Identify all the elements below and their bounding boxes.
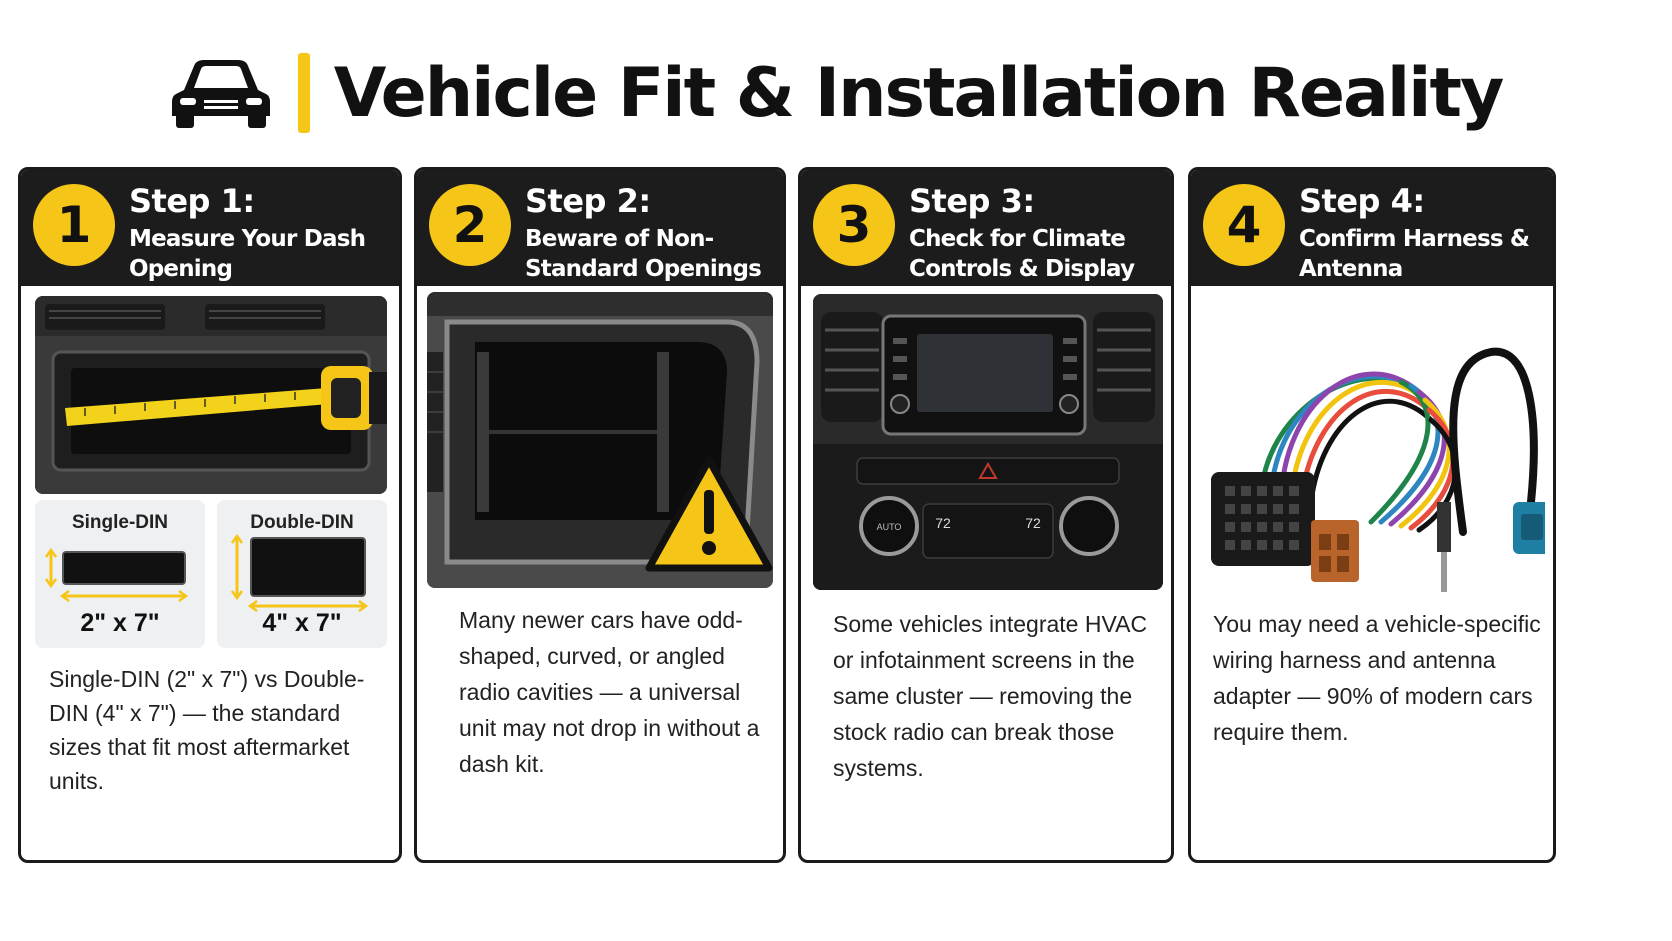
step-subtitle: Beware of Non-Standard Openings — [525, 226, 762, 282]
step-card-header: 1 Step 1: Measure Your Dash Opening — [21, 170, 399, 286]
step-card-3: 3 Step 3: Check for Climate Controls & D… — [798, 167, 1174, 863]
step-card-header: 2 Step 2: Beware of Non-Standard Opening… — [417, 170, 783, 286]
step-label: Step 1: — [129, 182, 255, 220]
step-number-badge: 1 — [33, 184, 115, 266]
step-label: Step 3: — [909, 182, 1035, 220]
step-description: Single-DIN (2" x 7") vs Double-DIN (4" x… — [49, 666, 365, 794]
step-card-1: 1 Step 1: Measure Your Dash Opening Sing… — [18, 167, 402, 863]
step-label: Step 2: — [525, 182, 651, 220]
double-din-size: 4" x 7" — [262, 609, 342, 637]
step-card-header: 4 Step 4: Confirm Harness & Antenna Comp… — [1191, 170, 1553, 312]
temp-left: 72 — [935, 515, 951, 531]
step-number-badge: 3 — [813, 184, 895, 266]
wiring-harness-antenna-adapter-photo — [1201, 302, 1545, 602]
single-din-title: Single-DIN — [71, 512, 169, 533]
car-icon — [171, 60, 270, 128]
odd-shaped-radio-cavity-photo — [427, 292, 773, 588]
single-din-size: 2" x 7" — [80, 609, 160, 637]
step-card-header: 3 Step 3: Check for Climate Controls & D… — [801, 170, 1171, 312]
step-description: You may need a vehicle-specific wiring h… — [1213, 611, 1541, 745]
single-din-shape — [44, 547, 189, 603]
title-accent-bar — [297, 53, 310, 133]
temp-right: 72 — [1025, 515, 1041, 531]
page-header: Vehicle Fit & Installation Reality — [0, 38, 1672, 148]
double-din-shape — [230, 533, 369, 613]
step-label: Step 4: — [1299, 182, 1425, 220]
double-din-diagram: Double-DIN 4" x 7" — [217, 500, 387, 648]
double-din-title: Double-DIN — [250, 512, 354, 533]
step-number-badge: 4 — [1203, 184, 1285, 266]
step-card-4: 4 Step 4: Confirm Harness & Antenna Comp… — [1188, 167, 1556, 863]
page-title: Vehicle Fit & Installation Reality — [333, 53, 1505, 133]
step-description: Some vehicles integrate HVAC or infotain… — [833, 611, 1148, 781]
tape-measure-dash-photo — [35, 296, 387, 494]
step-number-badge: 2 — [429, 184, 511, 266]
single-din-diagram: Single-DIN 2" x 7" — [35, 500, 205, 648]
integrated-hvac-infotainment-photo: AUTO 72 72 — [813, 294, 1163, 590]
step-subtitle: Measure Your Dash Opening — [129, 226, 366, 282]
step-description: Many newer cars have odd-shaped, curved,… — [459, 607, 760, 777]
step-subtitle: Confirm Harness & Antenna Compatibility — [1299, 226, 1530, 312]
step-card-2: 2 Step 2: Beware of Non-Standard Opening… — [414, 167, 786, 863]
auto-label: AUTO — [877, 522, 902, 532]
